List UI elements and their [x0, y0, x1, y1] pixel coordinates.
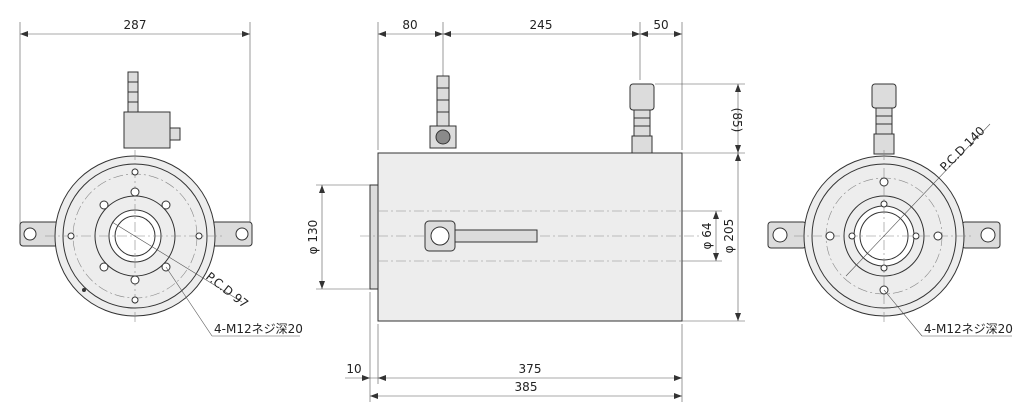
side-dim-50: 50 — [653, 18, 668, 32]
side-dim-85: (85) — [730, 108, 744, 133]
side-dim-80: 80 — [402, 18, 417, 32]
left-width-dim: 287 — [124, 18, 147, 32]
side-dim-phi64: φ 64 — [700, 223, 714, 250]
side-dim-245: 245 — [530, 18, 553, 32]
side-view: 80 245 50 — [306, 18, 745, 402]
right-end-view: P.C.D 140 4-M12ネジ深20 — [767, 83, 1013, 337]
right-pcd-label: P.C.D 140 — [937, 124, 987, 174]
side-dim-375: 375 — [519, 362, 542, 376]
right-thread-label: 4-M12ネジ深20 — [924, 322, 1013, 336]
left-thread-label: 4-M12ネジ深20 — [214, 322, 303, 336]
side-dim-phi130: φ 130 — [306, 220, 320, 255]
left-pcd-label: P.C.D 97 — [203, 269, 251, 311]
side-dim-phi205: φ 205 — [722, 219, 736, 254]
left-end-view: 287 P.C.D 97 — [19, 18, 303, 337]
side-dim-10: 10 — [346, 362, 361, 376]
side-dim-385: 385 — [515, 380, 538, 394]
